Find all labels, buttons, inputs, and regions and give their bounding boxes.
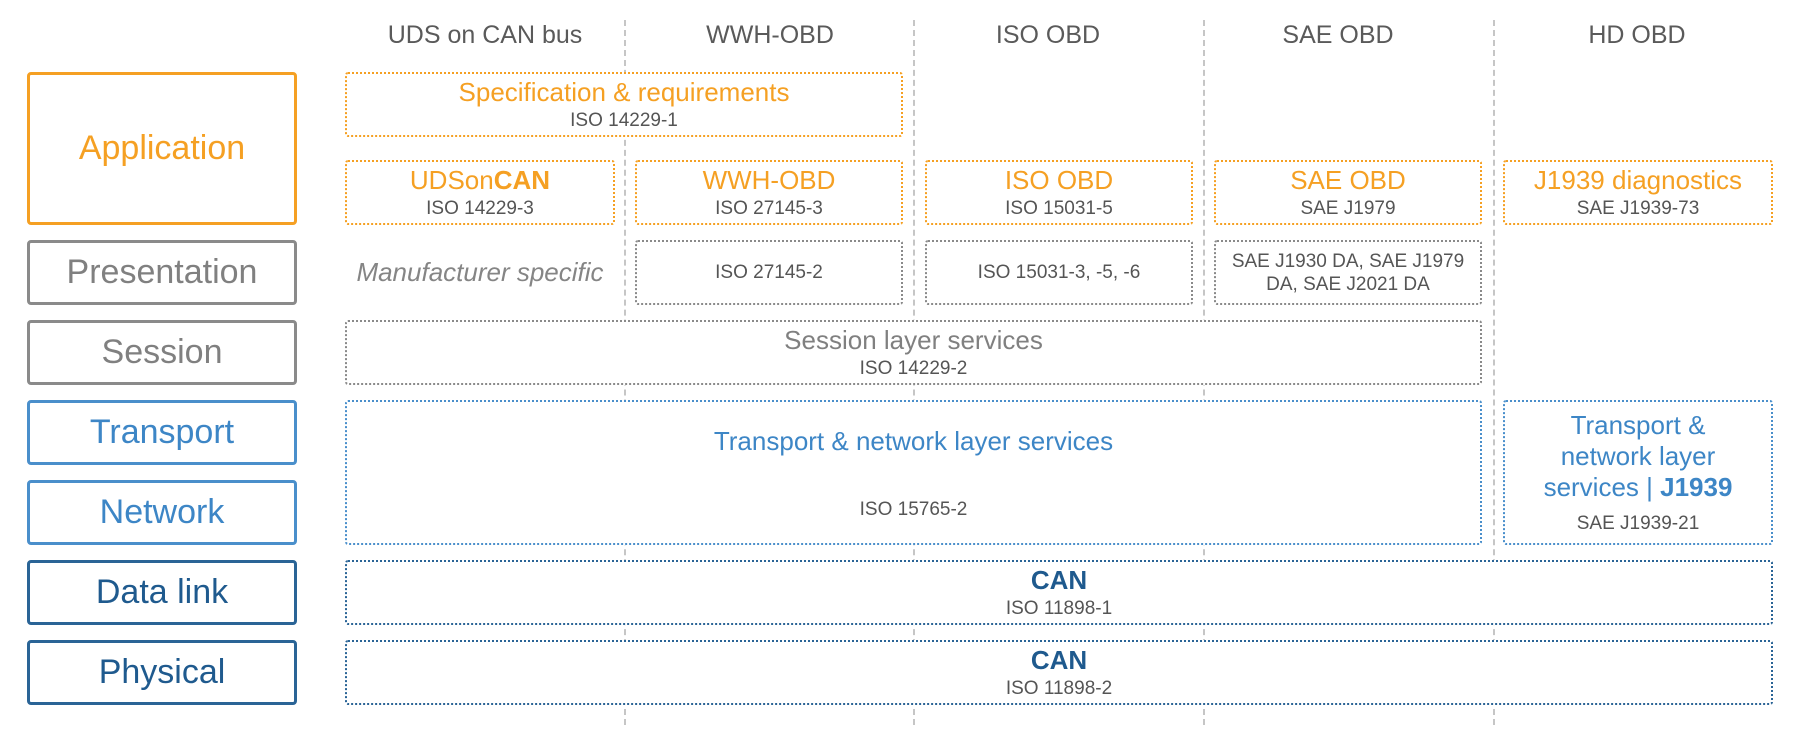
transport-network-box: Transport & network layer services ISO 1… <box>345 400 1482 545</box>
manufacturer-specific-text: Manufacturer specific <box>356 257 604 287</box>
j1939-transport-line3: services | J1939 <box>1544 472 1733 503</box>
sae-obd-app-std: SAE J1979 <box>1300 197 1396 219</box>
session-layer-std: ISO 14229-2 <box>859 357 968 379</box>
column-header-wwh-obd: WWH-OBD <box>706 21 834 49</box>
j1939-transport-line1: Transport & <box>1570 409 1706 440</box>
j1939-transport-j1939: J1939 <box>1660 471 1733 502</box>
iso-15031-std: ISO 15031-3, -5, -6 <box>977 262 1141 284</box>
layer-presentation: Presentation <box>27 240 297 305</box>
layer-physical-label: Physical <box>98 653 226 691</box>
j1939-transport-services: services | <box>1543 471 1661 502</box>
sae-obd-app-title: SAE OBD <box>1290 164 1406 195</box>
session-layer-box: Session layer services ISO 14229-2 <box>345 320 1482 385</box>
can-physical-std: ISO 11898-2 <box>1005 677 1113 699</box>
sae-j1930-line2: DA, SAE J2021 DA <box>1266 273 1430 295</box>
layer-physical: Physical <box>27 640 297 705</box>
layer-session: Session <box>27 320 297 385</box>
udsoncan-title-prefix: UDSon <box>409 164 494 195</box>
j1939-diagnostics-box: J1939 diagnostics SAE J1939-73 <box>1503 160 1773 225</box>
column-header-sae-obd: SAE OBD <box>1282 21 1394 49</box>
can-data-link-title: CAN <box>1030 564 1088 595</box>
wwh-obd-app-title: WWH-OBD <box>702 164 836 195</box>
layer-transport: Transport <box>27 400 297 465</box>
iso-obd-app-std: ISO 15031-5 <box>1005 197 1113 219</box>
udsoncan-title-can: CAN <box>493 164 551 195</box>
j1939-transport-box: Transport & network layer services | J19… <box>1503 400 1773 545</box>
can-physical-title: CAN <box>1030 644 1088 675</box>
spec-requirements-title: Specification & requirements <box>458 76 790 107</box>
layer-data-link-label: Data link <box>95 573 229 611</box>
sae-obd-app-box: SAE OBD SAE J1979 <box>1214 160 1482 225</box>
layer-application-label: Application <box>78 129 246 167</box>
wwh-obd-app-std: ISO 27145-3 <box>715 197 823 219</box>
sae-j1930-line1: SAE J1930 DA, SAE J1979 <box>1231 250 1465 272</box>
layer-transport-label: Transport <box>89 413 235 451</box>
layer-presentation-label: Presentation <box>66 253 258 291</box>
iso-obd-app-box: ISO OBD ISO 15031-5 <box>925 160 1193 225</box>
iso-27145-2-box: ISO 27145-2 <box>635 240 903 305</box>
udsoncan-box: UDSonCAN ISO 14229-3 <box>345 160 615 225</box>
can-data-link-box: CAN ISO 11898-1 <box>345 560 1773 625</box>
column-header-hd-obd: HD OBD <box>1588 21 1686 49</box>
column-header-uds: UDS on CAN bus <box>387 21 583 49</box>
transport-network-std: ISO 15765-2 <box>859 499 968 521</box>
layer-application: Application <box>27 72 297 225</box>
iso-15031-box: ISO 15031-3, -5, -6 <box>925 240 1193 305</box>
can-data-link-std: ISO 11898-1 <box>1005 597 1113 619</box>
iso-obd-app-title: ISO OBD <box>1004 164 1114 195</box>
j1939-transport-line2: network layer <box>1560 440 1716 471</box>
layer-session-label: Session <box>101 333 223 371</box>
session-layer-title: Session layer services <box>784 324 1043 355</box>
column-divider <box>1493 20 1495 725</box>
iso-27145-2-std: ISO 27145-2 <box>715 262 823 284</box>
j1939-diagnostics-title: J1939 diagnostics <box>1533 164 1743 195</box>
can-physical-box: CAN ISO 11898-2 <box>345 640 1773 705</box>
j1939-diagnostics-std: SAE J1939-73 <box>1576 197 1700 219</box>
udsoncan-title: UDSonCAN <box>410 165 550 196</box>
transport-network-title: Transport & network layer services <box>713 426 1114 456</box>
udsoncan-std: ISO 14229-3 <box>426 197 534 219</box>
layer-data-link: Data link <box>27 560 297 625</box>
layer-network: Network <box>27 480 297 545</box>
spec-requirements-std: ISO 14229-1 <box>570 109 678 131</box>
wwh-obd-app-box: WWH-OBD ISO 27145-3 <box>635 160 903 225</box>
sae-j1930-box: SAE J1930 DA, SAE J1979 DA, SAE J2021 DA <box>1214 240 1482 305</box>
j1939-transport-std: SAE J1939-21 <box>1576 512 1700 534</box>
spec-requirements-box: Specification & requirements ISO 14229-1 <box>345 72 903 137</box>
column-header-iso-obd: ISO OBD <box>995 21 1101 49</box>
layer-network-label: Network <box>99 493 225 531</box>
